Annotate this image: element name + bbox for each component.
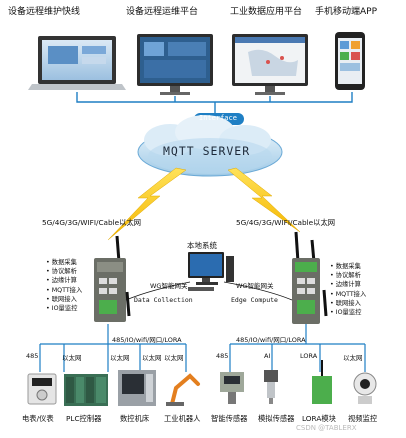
bottom-bus-left xyxy=(39,324,187,372)
local-system-label: 本地系统 xyxy=(187,241,217,250)
feature-item: • 边缘计算 xyxy=(330,281,361,289)
phone-icon xyxy=(335,32,365,90)
feature-item: • IO量监控 xyxy=(330,309,362,317)
label-remote-ops-platform: 设备远程运维平台 xyxy=(126,7,199,17)
robot-arm-icon xyxy=(166,373,200,406)
label-mobile-app: 手机移动端APP xyxy=(315,7,378,17)
feature-item: • MQTT接入 xyxy=(46,286,83,294)
lightning-icon xyxy=(107,167,187,241)
analog-sensor-icon xyxy=(264,370,278,404)
port-label: 以太网 xyxy=(343,354,363,362)
label-smart-sensor: 智能传感器 xyxy=(211,414,248,423)
label-cnc: 数控机床 xyxy=(120,414,150,423)
gateway-left-icon xyxy=(94,235,131,322)
cloud-label: MQTT SERVER xyxy=(163,144,251,158)
label-meter: 电表/仪表 xyxy=(22,414,54,423)
feature-item: • 协议解析 xyxy=(46,268,77,276)
watermark: CSDN @TABLERX xyxy=(296,424,357,432)
feature-item: • 数据采集 xyxy=(46,259,77,266)
left-bus-label: 485/IO/wifi/网口/LORA xyxy=(112,336,182,344)
left-gateway-link-label: WG智能网关 xyxy=(150,282,188,290)
label-lora-module: LORA模块 xyxy=(302,414,336,423)
port-label: 485 xyxy=(216,352,229,360)
local-links xyxy=(125,281,293,301)
right-bus-label: 485/IO/wifi/网口/LORA xyxy=(236,336,306,344)
plc-icon xyxy=(64,374,108,406)
feature-item: • 边缘计算 xyxy=(46,277,77,285)
label-robot: 工业机器人 xyxy=(164,414,201,423)
smart-sensor-icon xyxy=(220,372,244,404)
data-collection-label: Data Collection xyxy=(134,296,193,304)
feature-item: • 联网接入 xyxy=(46,295,77,303)
label-analog-sensor: 模拟传感器 xyxy=(258,414,295,423)
cloud-icon xyxy=(137,115,283,177)
monitor-icon xyxy=(232,34,308,95)
label-video: 视频监控 xyxy=(348,414,378,423)
local-computer-icon xyxy=(188,252,234,291)
meter-icon xyxy=(27,373,57,405)
left-network-label: 5G/4G/3G/WIFI/Cable以太网 xyxy=(42,218,142,227)
port-label: 以太网 xyxy=(142,354,162,362)
camera-icon xyxy=(353,372,377,404)
feature-item: • 数据采集 xyxy=(330,263,361,270)
lightning-icon xyxy=(227,167,301,233)
feature-item: • 联网接入 xyxy=(330,299,361,307)
port-label: 以太网 xyxy=(110,354,130,362)
port-label: 以太网 xyxy=(62,354,82,362)
gateway-right-icon xyxy=(292,231,328,324)
lora-module-icon xyxy=(312,360,332,404)
laptop-icon xyxy=(28,36,126,90)
label-plc: PLC控制器 xyxy=(66,414,102,423)
label-remote-maintenance: 设备远程维护快线 xyxy=(8,7,81,17)
port-label: 以太网 xyxy=(164,354,184,362)
port-label: 485 xyxy=(26,352,39,360)
port-label: AI xyxy=(264,352,271,360)
monitor-icon xyxy=(137,34,213,95)
feature-item: • 协议解析 xyxy=(330,272,361,280)
features-right: • 数据采集 • 协议解析 • 边缘计算 • MQTT接入 • 联网接入 • I… xyxy=(330,262,366,317)
port-label: LORA xyxy=(300,352,318,360)
label-industrial-data-platform: 工业数据应用平台 xyxy=(230,7,303,17)
feature-item: • MQTT接入 xyxy=(330,290,367,298)
right-gateway-link-label: WG智能网关 xyxy=(236,282,274,290)
edge-compute-label: Edge Compute xyxy=(231,296,278,304)
feature-item: • IO量监控 xyxy=(46,305,78,313)
interface-label: Interface xyxy=(199,114,237,122)
bottom-bus-right xyxy=(229,324,366,372)
cnc-machine-icon xyxy=(118,370,156,406)
features-left: • 数据采集 • 协议解析 • 边缘计算 • MQTT接入 • 联网接入 • I… xyxy=(46,258,82,313)
right-network-label: 5G/4G/3G/WIFI/Cable以太网 xyxy=(236,218,336,227)
